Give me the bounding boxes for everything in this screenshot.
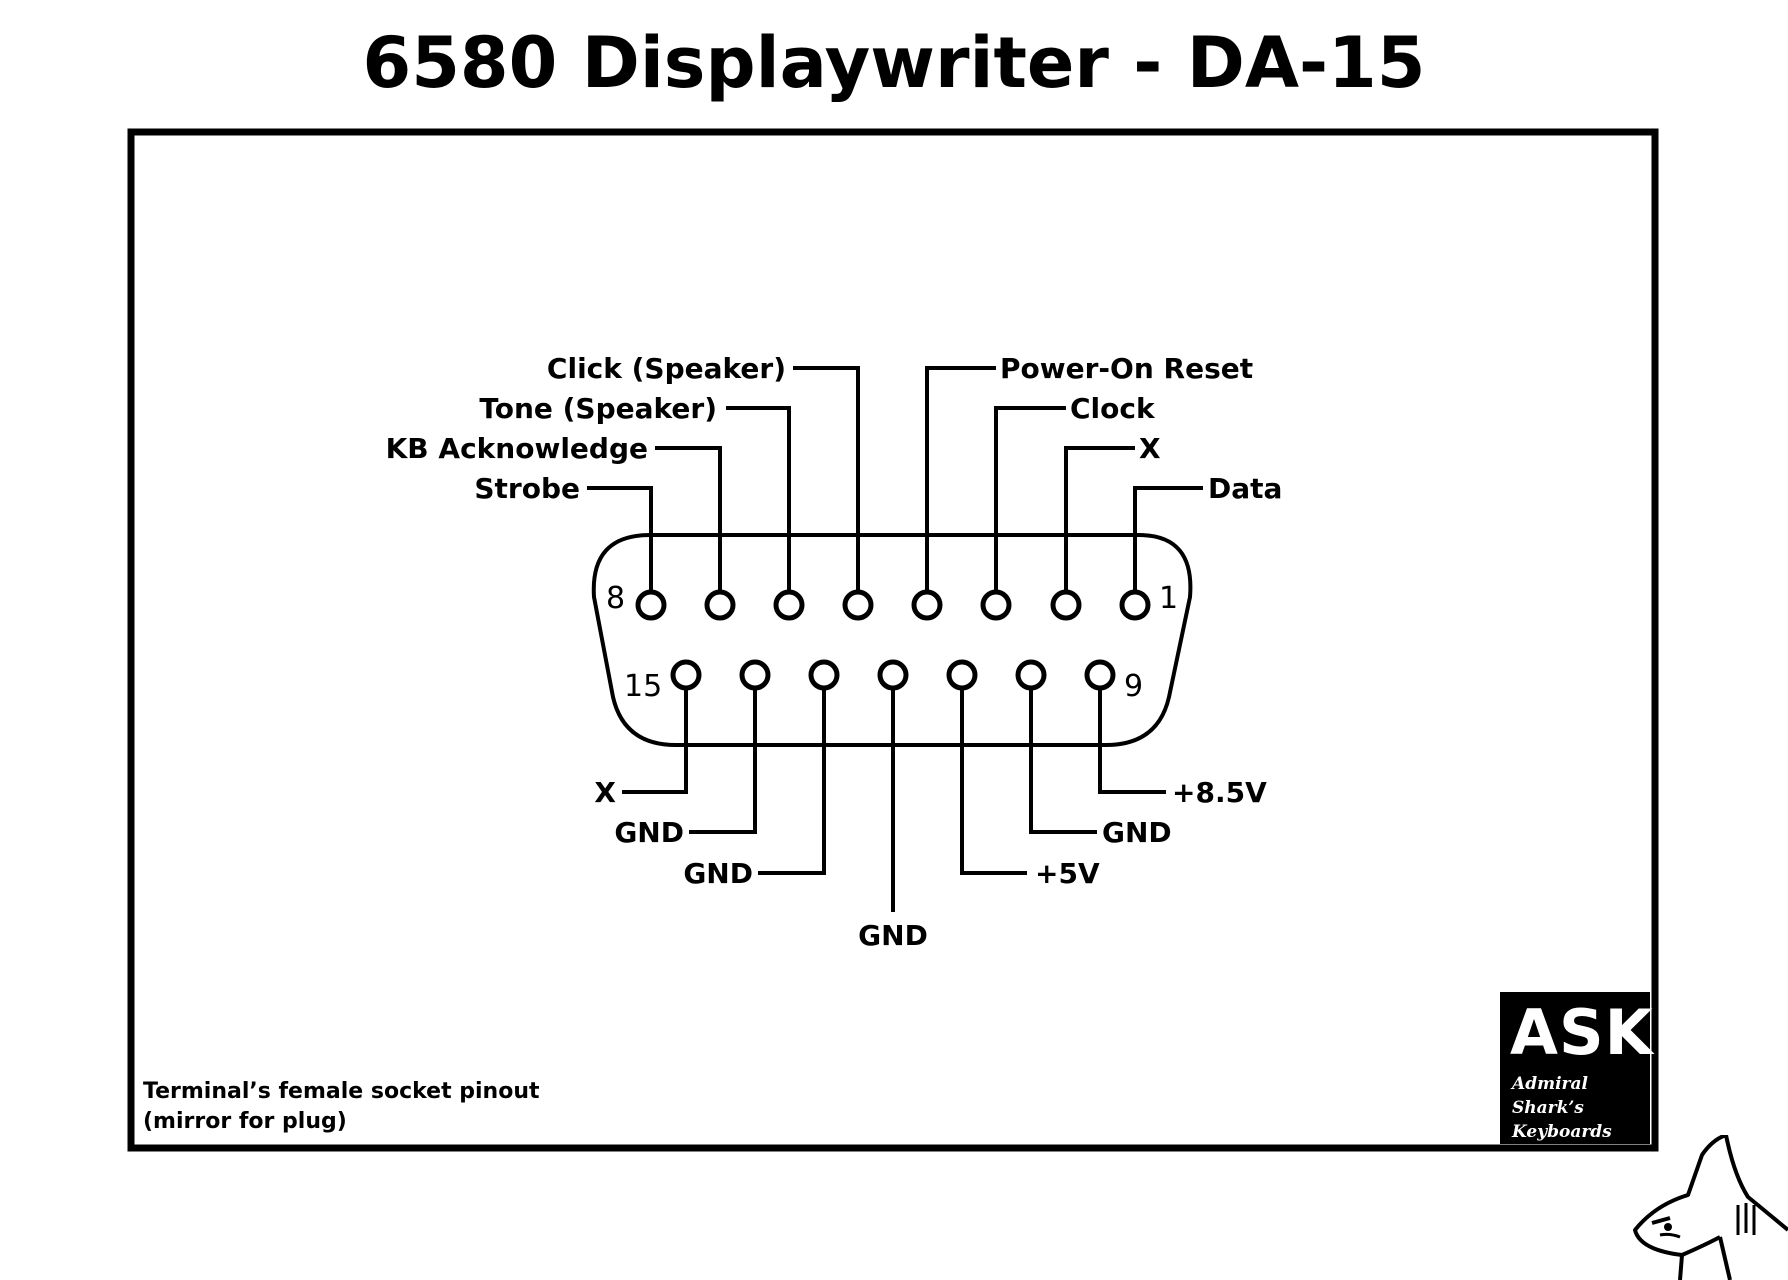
connector-shell <box>591 533 1193 747</box>
pin-8 <box>635 589 667 621</box>
diagram-frame <box>127 128 1659 1152</box>
label-gnd-12: GND <box>858 919 928 952</box>
page-title: 6580 Displaywriter - DA-15 <box>362 22 1426 104</box>
label-plus-8-5v: +8.5V <box>1172 776 1267 809</box>
pin-7 <box>704 589 736 621</box>
label-kb-acknowledge: KB Acknowledge <box>386 432 648 465</box>
logo-line-1: Admiral <box>1512 1074 1588 1094</box>
pin-6 <box>773 589 805 621</box>
pin-5 <box>842 589 874 621</box>
logo-line-3: Keyboards <box>1512 1122 1612 1142</box>
pin-15 <box>670 659 702 691</box>
shark-mascot-icon <box>1633 1135 1788 1280</box>
wire-pin-11 <box>960 675 1027 875</box>
logo-mark: ASK <box>1510 996 1654 1069</box>
pin-13 <box>808 659 840 691</box>
wire-pin-5 <box>793 366 860 605</box>
label-tone-speaker: Tone (Speaker) <box>479 392 717 425</box>
label-gnd-14: GND <box>614 816 684 849</box>
wire-pin-14 <box>689 675 757 834</box>
wire-pin-4 <box>925 366 996 605</box>
caption-line-1: Terminal’s female socket pinout <box>143 1079 540 1104</box>
pin-1 <box>1119 589 1151 621</box>
wire-pin-8 <box>587 486 653 605</box>
wire-pin-9 <box>1098 675 1166 794</box>
label-plus-5v: +5V <box>1035 857 1100 890</box>
wire-pin-10 <box>1029 675 1097 834</box>
pin-10 <box>1015 659 1047 691</box>
pin-11 <box>946 659 978 691</box>
pin-number-8: 8 <box>606 581 625 616</box>
label-power-on-reset: Power-On Reset <box>1000 352 1253 385</box>
label-clock: Clock <box>1070 392 1156 425</box>
wire-pin-1 <box>1133 486 1203 605</box>
caption-line-2: (mirror for plug) <box>143 1109 347 1134</box>
pin-12 <box>877 659 909 691</box>
logo-subtitle: Admiral Shark’s Keyboards <box>1512 1072 1612 1144</box>
label-gnd-10: GND <box>1102 816 1172 849</box>
pin-14 <box>739 659 771 691</box>
wire-pin-6 <box>726 406 791 605</box>
pin-2 <box>1050 589 1082 621</box>
label-data: Data <box>1208 472 1282 505</box>
pin-3 <box>980 589 1012 621</box>
ask-logo: ASK Admiral Shark’s Keyboards <box>1500 992 1653 1144</box>
wire-pin-3 <box>994 406 1066 605</box>
pin-number-15: 15 <box>624 669 662 704</box>
pinout-caption: Terminal’s female socket pinout (mirror … <box>143 1077 540 1137</box>
wire-pin-7 <box>655 446 722 605</box>
pin-number-9: 9 <box>1124 669 1143 704</box>
pin-4 <box>911 589 943 621</box>
label-x-top: X <box>1139 432 1161 465</box>
label-x-bottom: X <box>594 776 616 809</box>
pin-number-1: 1 <box>1159 581 1178 616</box>
wire-pin-2 <box>1064 446 1135 605</box>
label-gnd-13: GND <box>683 857 753 890</box>
wire-pin-13 <box>758 675 826 875</box>
logo-line-2: Shark’s <box>1512 1098 1584 1118</box>
pin-9 <box>1084 659 1116 691</box>
label-strobe: Strobe <box>474 472 580 505</box>
label-click-speaker: Click (Speaker) <box>547 352 786 385</box>
wire-pin-15 <box>622 675 688 794</box>
